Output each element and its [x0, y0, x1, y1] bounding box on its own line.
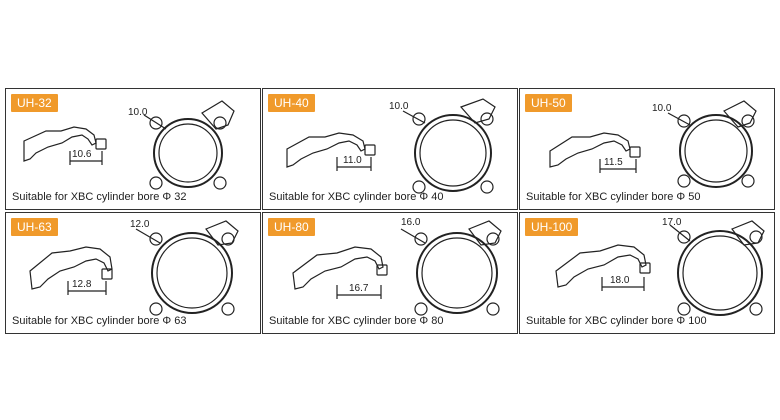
model-badge: UH-32 — [11, 94, 58, 112]
ring-dimension: 10.0 — [652, 103, 672, 114]
hook-dimension: 18.0 — [610, 275, 630, 286]
bore-caption: Suitable for XBC cylinder bore Φ 32 — [12, 191, 187, 203]
product-cell-uh-63: 12.8 12.0 UH-63 Suitable for XBC cylinde… — [5, 212, 261, 334]
sensor-icon — [639, 262, 651, 274]
product-cell-uh-100: 18.0 17.0 UH-100 Suitable for XBC cylind… — [519, 212, 775, 334]
clamp-icon — [468, 220, 502, 246]
ring-dimension: 10.0 — [128, 107, 148, 118]
bore-caption: Suitable for XBC cylinder bore Φ 80 — [269, 315, 444, 327]
bore-caption: Suitable for XBC cylinder bore Φ 40 — [269, 191, 444, 203]
hook-dimension: 10.6 — [72, 149, 92, 160]
ring-dimension: 17.0 — [662, 217, 682, 228]
bore-caption: Suitable for XBC cylinder bore Φ 63 — [12, 315, 187, 327]
sensor-icon — [629, 146, 641, 158]
product-cell-uh-50: 11.5 10.0 UH-50 Suitable for XBC cylinde… — [519, 88, 775, 210]
hook-dimension: 12.8 — [72, 279, 92, 290]
bore-caption: Suitable for XBC cylinder bore Φ 50 — [526, 191, 701, 203]
model-badge: UH-80 — [268, 218, 315, 236]
clamp-icon — [201, 100, 235, 130]
clamp-icon — [459, 98, 496, 124]
hook-dimension: 11.0 — [343, 155, 362, 166]
sensor-icon — [101, 268, 113, 280]
ring-dimension: 10.0 — [389, 101, 409, 112]
bore-caption: Suitable for XBC cylinder bore Φ 100 — [526, 315, 707, 327]
model-badge: UH-63 — [11, 218, 58, 236]
hook-dimension: 16.7 — [349, 283, 369, 294]
hook-outline — [29, 246, 113, 290]
cylinder-ring — [416, 232, 498, 314]
clamp-icon — [731, 220, 765, 246]
cylinder-ring — [151, 232, 233, 314]
hook-dimension: 11.5 — [604, 157, 623, 168]
bracket-drawing: 10.6 10.0 — [23, 100, 235, 190]
ring-dimension: 12.0 — [130, 219, 150, 230]
model-badge: UH-100 — [525, 218, 579, 236]
bracket-drawing: 11.0 10.0 — [286, 98, 496, 194]
cylinder-ring — [677, 230, 763, 316]
bracket-drawing: 11.5 10.0 — [549, 100, 757, 188]
hook-outline — [549, 132, 631, 168]
bracket-drawing: 16.7 16.0 — [292, 217, 502, 316]
cylinder-ring — [414, 114, 492, 192]
hook-outline — [292, 246, 384, 290]
product-cell-uh-32: 10.6 10.0 UH-32 Suitable for XBC cylinde… — [5, 88, 261, 210]
model-badge: UH-50 — [525, 94, 572, 112]
clamp-icon — [723, 100, 757, 128]
product-cell-uh-40: 11.0 10.0 UH-40 Suitable for XBC cylinde… — [262, 88, 518, 210]
hook-outline — [23, 126, 97, 162]
ring-dimension: 16.0 — [401, 217, 421, 228]
sensor-icon — [364, 144, 376, 156]
cylinder-ring — [679, 114, 753, 188]
sensor-icon — [95, 138, 107, 150]
model-badge: UH-40 — [268, 94, 315, 112]
bracket-drawing: 18.0 17.0 — [555, 217, 765, 316]
sensor-icon — [376, 264, 388, 276]
hook-outline — [286, 132, 366, 168]
bracket-drawing: 12.8 12.0 — [29, 219, 239, 316]
product-grid: 10.6 10.0 UH-32 Suitable for XBC cylinde… — [5, 88, 775, 334]
product-cell-uh-80: 16.7 16.0 UH-80 Suitable for XBC cylinde… — [262, 212, 518, 334]
clamp-icon — [205, 220, 239, 246]
hook-outline — [555, 244, 647, 288]
cylinder-ring — [153, 118, 223, 188]
